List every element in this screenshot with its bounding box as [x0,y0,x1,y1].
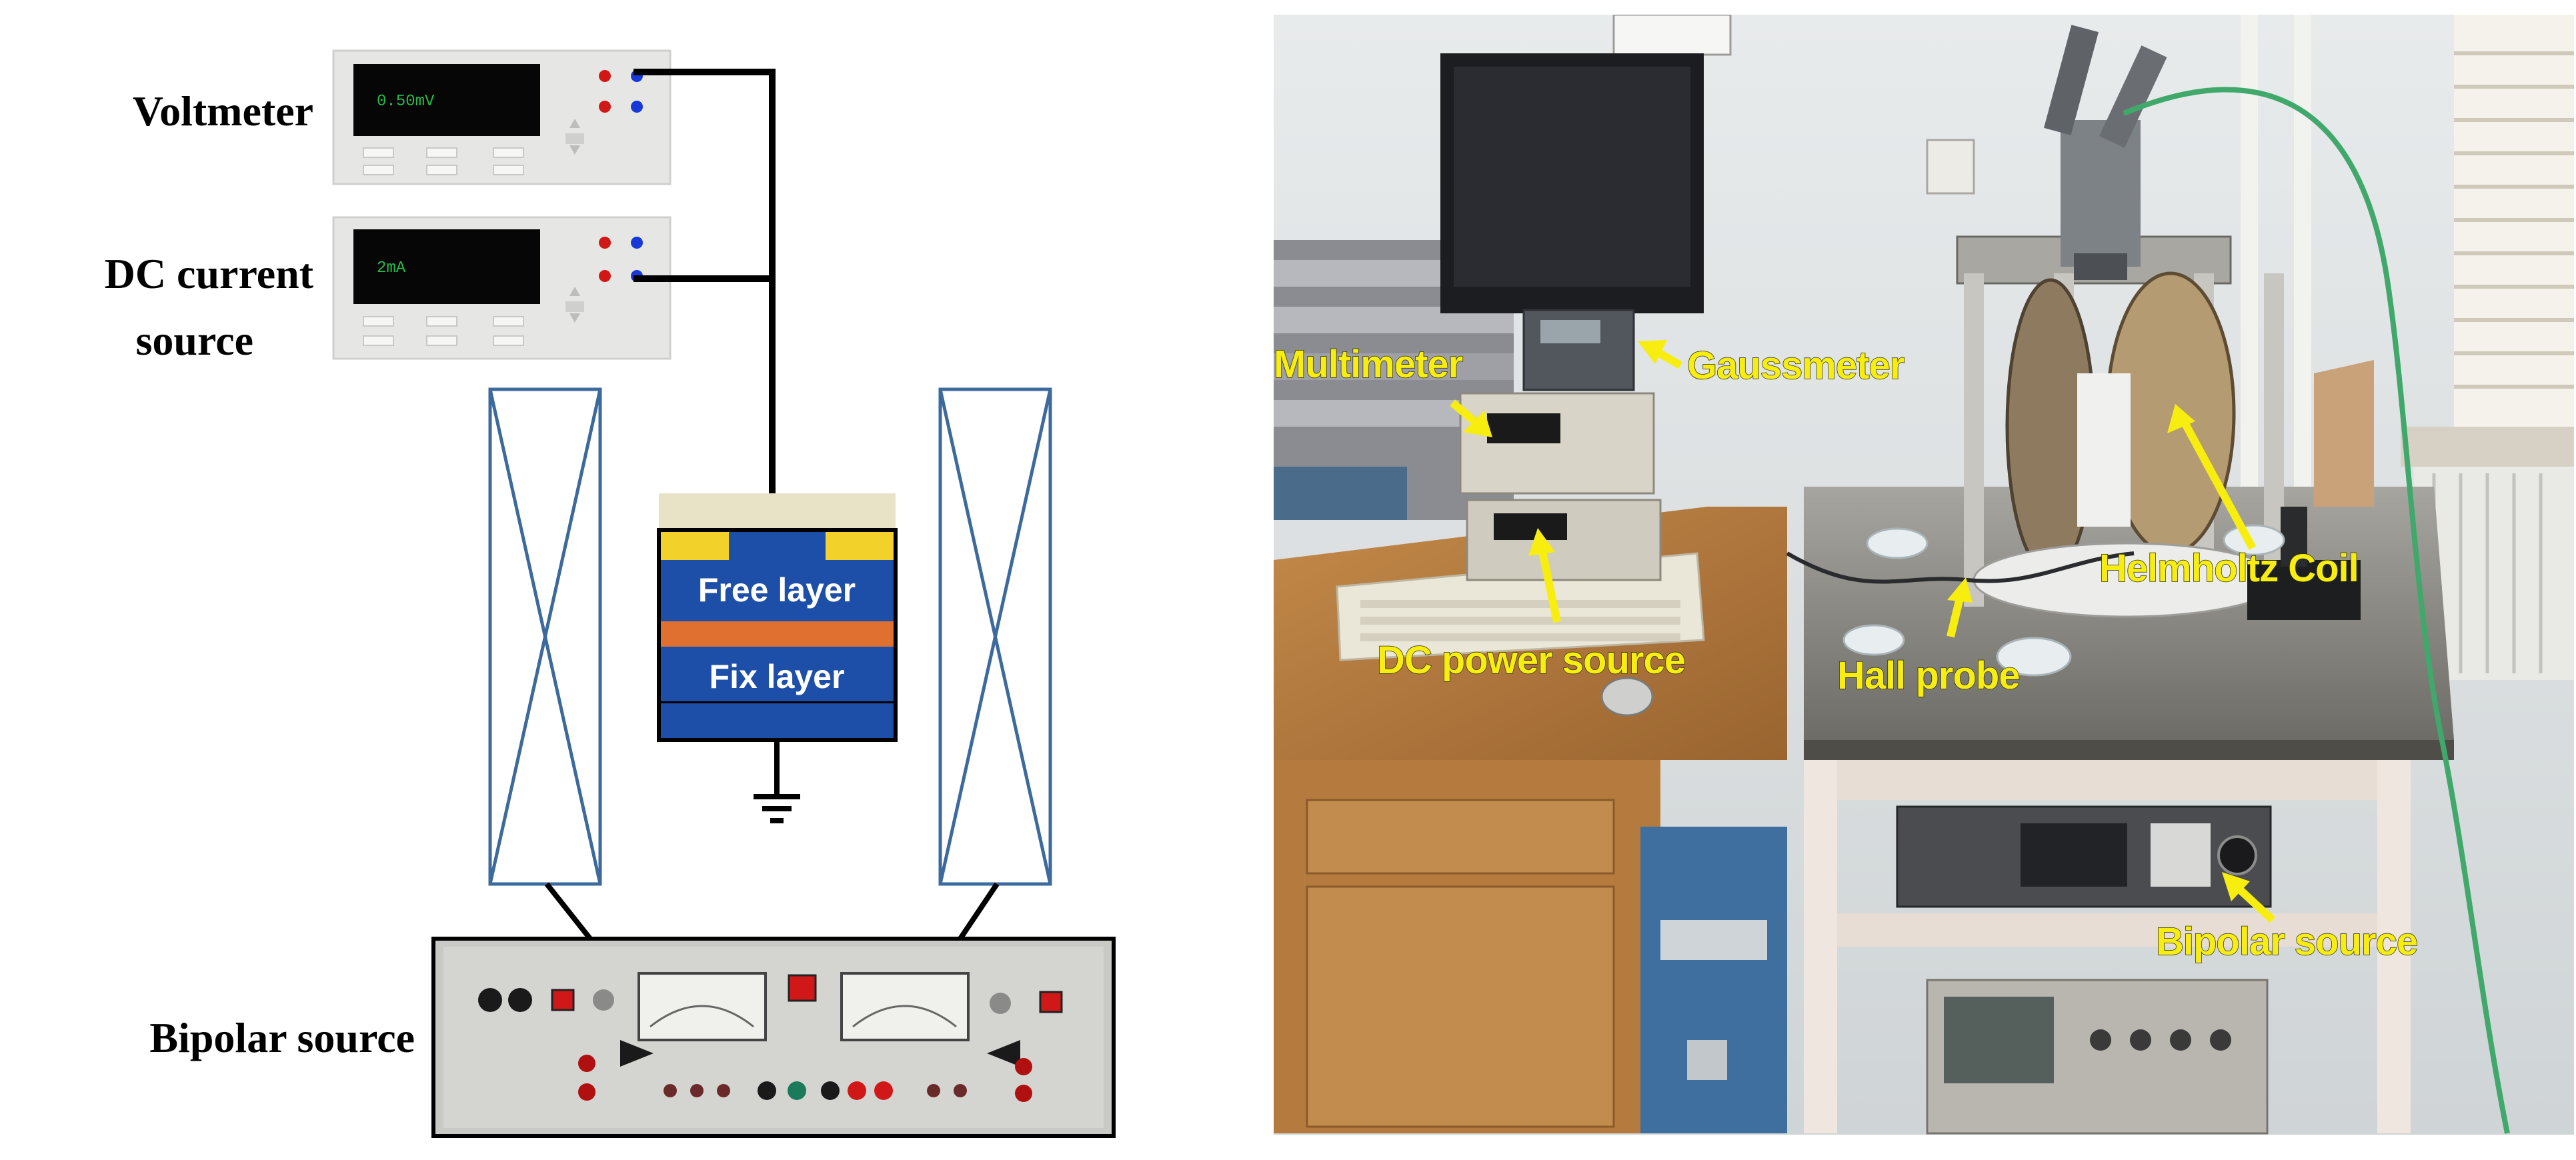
photo-oscilloscope [1926,979,2269,1135]
dc-current-label-line2: source [135,317,253,364]
photo-monitor [1440,53,1704,340]
free-layer-label: Free layer [698,571,856,609]
bipolar-source-panel [431,937,1116,1138]
dc-current-source-instrument: 2mA [332,216,672,360]
contact-pad-right [826,530,896,560]
ground-symbol [754,740,800,823]
contact-pad-left [659,530,729,560]
photo-multimeter-stack [1459,392,1662,581]
photo-bipolar-source [1896,805,2272,908]
current-led-red-top [599,237,611,249]
device-stack: Free layer Fix layer [657,493,898,742]
wiring [633,69,776,497]
photo-arrows [1450,340,2276,923]
photo-gaussmeter [1522,309,1635,391]
fix-layer-label: Fix layer [710,658,845,695]
dc-current-label-line1: DC current [105,250,314,297]
photo-panel: Multimeter Gaussmeter Helmholtz Coil DC … [1273,15,2574,1135]
bipolar-source-label: Bipolar source [149,1014,415,1061]
voltmeter-instrument: 0.50mV [332,49,672,185]
voltmeter-led-blue-bottom [631,101,643,113]
photo-label-bipolar-source: Bipolar source [2156,920,2417,963]
photo-label-dc-power-source: DC power source [1377,639,1685,682]
photo-helmholtz-assembly [1956,25,2284,618]
spacer-layer [661,621,894,647]
schematic-panel: 0.50mV Voltmeter 2mA [105,49,1116,1138]
current-led-blue-top [631,237,643,249]
coil-right [938,387,1052,886]
voltmeter-led-red-top [599,70,611,82]
coil-leads [544,882,1000,941]
voltmeter-led-red-bottom [599,101,611,113]
coil-left [488,387,602,886]
current-led-red-bottom [599,270,611,282]
photo-label-helmholtz-coil: Helmholtz Coil [2099,547,2359,590]
voltmeter-display: 0.50mV [377,93,435,111]
voltmeter-label: Voltmeter [133,87,313,135]
current-source-display: 2mA [377,259,406,277]
photo-label-multimeter: Multimeter [1274,343,1463,386]
photo-label-hall-probe: Hall probe [1837,654,2020,697]
photo-label-gaussmeter: Gaussmeter [1687,344,1904,387]
